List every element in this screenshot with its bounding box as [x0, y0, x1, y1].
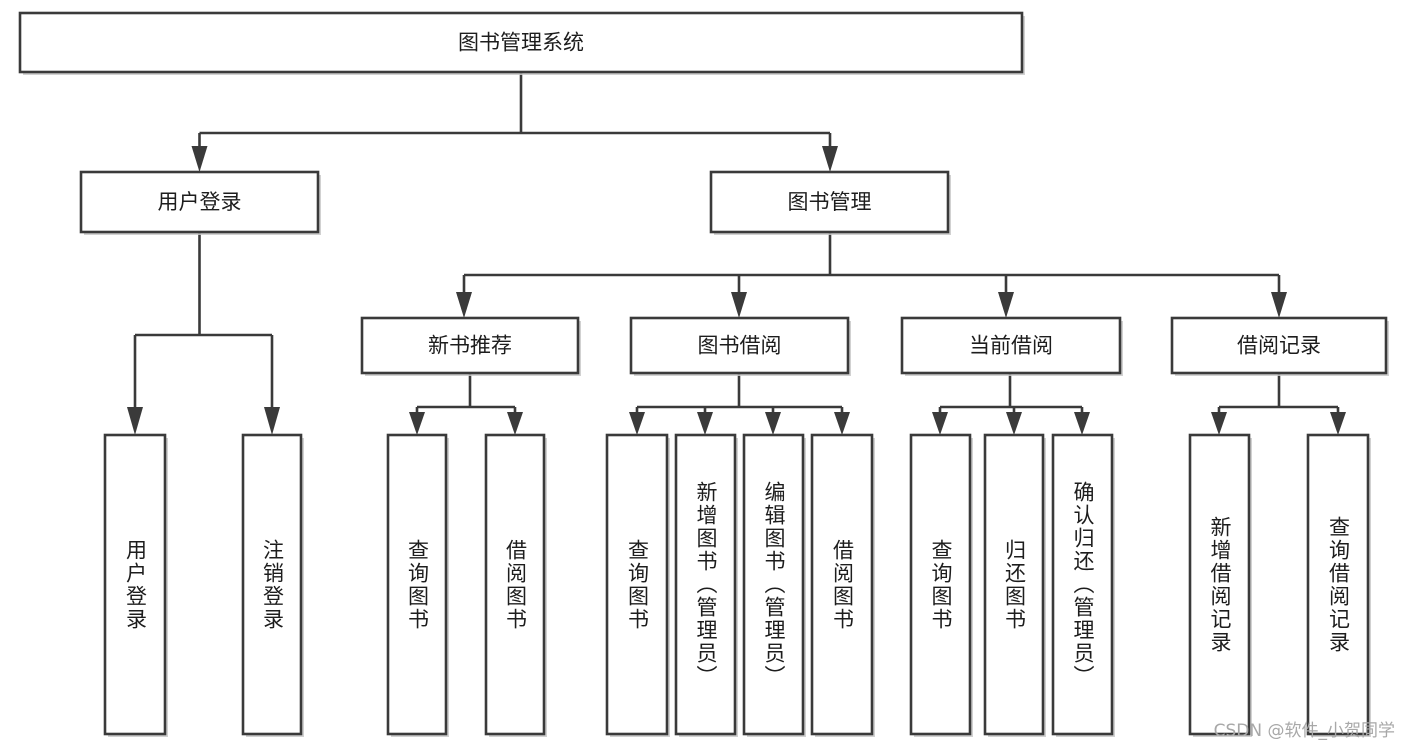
leaf-node-box[interactable] — [983, 433, 1045, 736]
arrowhead-newbook-leaf1 — [409, 412, 425, 435]
arrowhead-leaf-user-login — [127, 407, 143, 435]
leaf-node-box[interactable] — [103, 433, 167, 736]
level2-node-box[interactable] — [709, 170, 950, 234]
arrowhead-bookborrow-leaf2 — [697, 412, 713, 435]
level3-node-box[interactable] — [900, 316, 1122, 375]
level3-node-label: 借阅记录 — [1237, 334, 1321, 358]
root-node-label: 图书管理系统 — [458, 31, 584, 55]
arrowhead-bookborrow-leaf4 — [834, 412, 850, 435]
level2-node-box[interactable] — [79, 170, 320, 234]
arrowhead-currentborrow-leaf1 — [932, 412, 948, 435]
leaf-node-box[interactable] — [1188, 433, 1251, 736]
leaf-node-box[interactable] — [484, 433, 546, 736]
arrowhead-current — [998, 292, 1014, 318]
leaf-node-box[interactable] — [1306, 433, 1370, 736]
arrowhead-user-login — [191, 146, 208, 172]
arrowhead-bookborrow-leaf1 — [629, 412, 645, 435]
arrowhead-leaf-logout — [264, 407, 280, 435]
leaf-node-box[interactable] — [386, 433, 448, 736]
leaf-node-box[interactable] — [742, 433, 805, 736]
root-node-box[interactable] — [18, 11, 1024, 74]
arrowhead-record — [1271, 292, 1287, 318]
level3-node-box[interactable] — [360, 316, 580, 375]
leaf-node-box[interactable] — [241, 433, 303, 736]
level3-node-box[interactable] — [1170, 316, 1388, 375]
arrowhead-currentborrow-leaf3 — [1074, 412, 1090, 435]
connector-layer — [127, 72, 1346, 435]
level2-node-label: 图书管理 — [788, 190, 872, 214]
leaf-node-box[interactable] — [605, 433, 669, 736]
arrowhead-currentborrow-leaf2 — [1006, 412, 1022, 435]
leaf-node-box[interactable] — [1051, 433, 1114, 736]
leaf-node-box[interactable] — [810, 433, 874, 736]
arrowhead-bookborrow-leaf3 — [765, 412, 781, 435]
level3-node-label: 新书推荐 — [428, 334, 512, 358]
arrowhead-borrow — [731, 292, 747, 318]
level3-node-label: 图书借阅 — [698, 334, 782, 358]
arrowhead-borrowrecord-leaf1 — [1211, 412, 1227, 435]
watermark-text: CSDN @软件_小贺同学 — [1213, 721, 1395, 741]
arrowhead-book-mgmt — [822, 146, 838, 172]
arrowhead-newbook — [456, 292, 472, 318]
level3-node-box[interactable] — [629, 316, 850, 375]
level3-node-label: 当前借阅 — [969, 334, 1053, 358]
leaf-node-box[interactable] — [674, 433, 737, 736]
arrowhead-borrowrecord-leaf2 — [1330, 412, 1346, 435]
arrowhead-newbook-leaf2 — [507, 412, 523, 435]
level2-node-label: 用户登录 — [158, 190, 242, 214]
leaf-node-box[interactable] — [909, 433, 972, 736]
